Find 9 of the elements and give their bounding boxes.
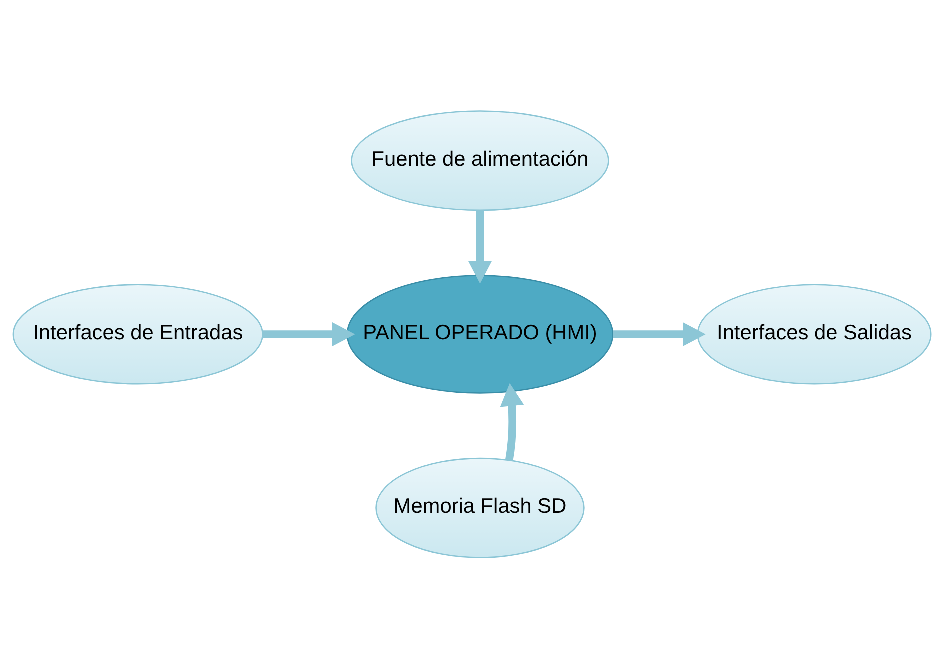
- node-ellipse: Interfaces de Entradas: [12, 284, 264, 384]
- arrow: [468, 210, 492, 284]
- node-ellipse: Fuente de alimentación: [351, 110, 610, 211]
- node-ellipse: PANEL OPERADO (HMI): [346, 274, 614, 394]
- node-ellipse: Interfaces de Salidas: [697, 284, 932, 384]
- arrow: [500, 382, 524, 461]
- arrow: [613, 322, 706, 346]
- node-ellipse: Memoria Flash SD: [376, 457, 585, 558]
- arrow: [262, 322, 356, 346]
